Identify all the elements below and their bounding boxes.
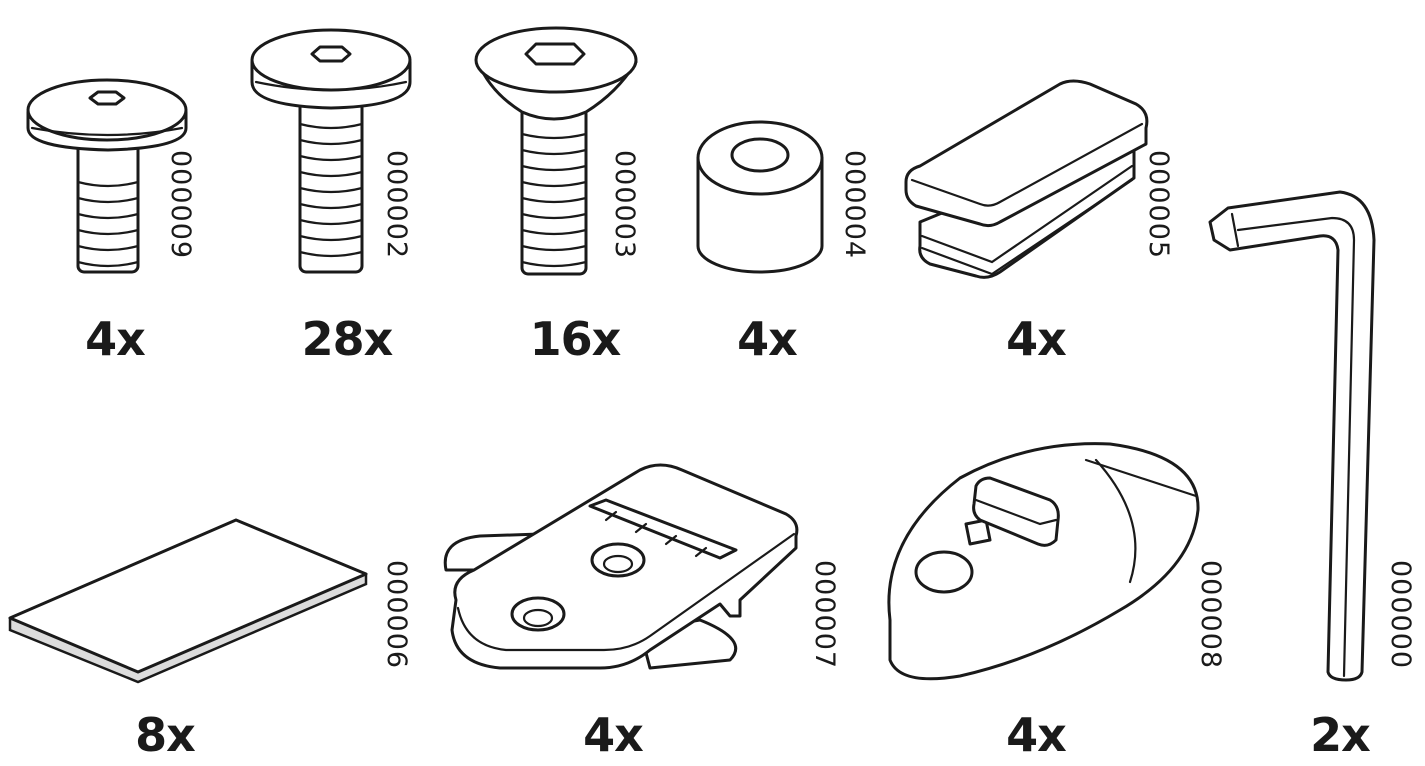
part-quantity: 2x — [1310, 708, 1371, 762]
part-code: 000008 — [1195, 560, 1226, 670]
part-quantity: 4x — [1006, 708, 1067, 762]
clip-icon — [887, 442, 1200, 681]
bracket-icon — [443, 463, 799, 670]
bolt-icon — [250, 28, 412, 274]
countersunk-bolt-icon — [474, 26, 638, 276]
part-code: 000004 — [839, 150, 870, 260]
spacer-icon — [696, 120, 824, 274]
part-code: 000003 — [609, 150, 640, 260]
part-code: 000002 — [381, 150, 412, 260]
part-code: 000005 — [1143, 150, 1174, 260]
part-quantity: 4x — [85, 312, 146, 366]
part-quantity: 8x — [135, 708, 196, 762]
end-cap-icon — [904, 79, 1149, 279]
part-code: 000009 — [165, 150, 196, 260]
short-bolt-icon — [26, 78, 188, 274]
part-quantity: 28x — [301, 312, 394, 366]
part-code: 000000 — [1385, 560, 1416, 670]
part-quantity: 16x — [529, 312, 622, 366]
part-code: 000006 — [381, 560, 412, 670]
part-code: 000007 — [809, 560, 840, 670]
adhesive-pad-icon — [8, 518, 368, 684]
part-quantity: 4x — [583, 708, 644, 762]
allen-key-icon — [1208, 190, 1376, 682]
part-quantity: 4x — [1006, 312, 1067, 366]
part-quantity: 4x — [737, 312, 798, 366]
